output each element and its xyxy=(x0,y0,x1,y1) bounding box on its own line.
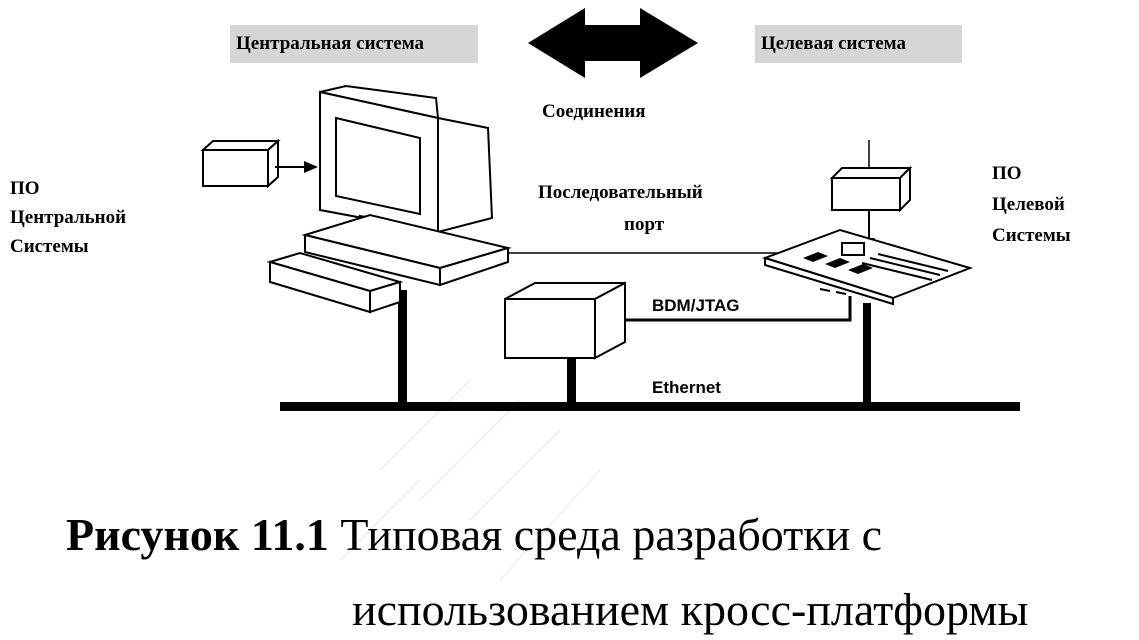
bdm-jtag-label: BDM/JTAG xyxy=(652,296,740,315)
host-software-label-line2: Центральной xyxy=(10,207,127,228)
serial-port-label-line1: Последовательный xyxy=(538,182,703,203)
target-software-label-line1: ПО xyxy=(992,163,1022,184)
connections-label: Соединения xyxy=(542,101,646,122)
target-software-box xyxy=(829,165,913,213)
target-software-label-line3: Системы xyxy=(992,225,1071,246)
target-system-banner: Целевая система xyxy=(755,25,962,63)
figure-title-part1: Типовая среда разработки с xyxy=(340,509,883,560)
host-software-arrow xyxy=(275,161,318,173)
ethernet-bus xyxy=(280,402,1020,411)
host-software-label-line1: ПО xyxy=(10,178,40,199)
target-board-components xyxy=(803,252,949,295)
figure-caption-line1: Рисунок 11.1 Типовая среда разработки с xyxy=(66,508,882,562)
serial-port-label-line2: порт xyxy=(624,214,665,235)
debug-probe-box xyxy=(504,281,626,360)
figure-caption-line2: использованием кросс-платформы xyxy=(352,584,1029,635)
ethernet-label: Ethernet xyxy=(652,378,721,397)
host-ethernet-drop xyxy=(398,290,407,405)
target-software-label-line2: Целевой xyxy=(992,194,1065,215)
host-software-box xyxy=(200,138,281,189)
bdm-jtag-cable xyxy=(625,296,852,322)
host-software-label-line3: Системы xyxy=(10,236,89,257)
watermark xyxy=(339,379,601,581)
figure-number: Рисунок 11.1 xyxy=(66,509,329,560)
connections-double-arrow xyxy=(528,8,698,78)
target-ethernet-drop xyxy=(863,303,871,405)
debugger-ethernet-drop xyxy=(567,358,576,405)
host-system-banner: Центральная система xyxy=(230,25,478,63)
host-computer xyxy=(266,84,512,314)
